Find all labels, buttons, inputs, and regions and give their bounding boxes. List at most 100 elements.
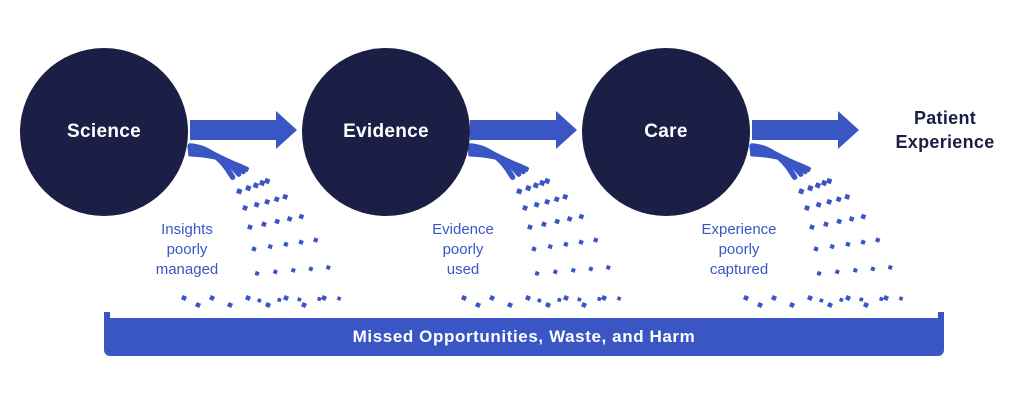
square-dot-icon: [816, 270, 822, 277]
node-label: Science: [67, 121, 141, 142]
square-dot-icon: [770, 294, 778, 302]
square-dot-icon: [541, 221, 547, 228]
leak-label-line1: Experience: [701, 221, 777, 238]
final-label-line1: Patient: [913, 108, 977, 128]
arrow-science-evidence: [190, 111, 297, 149]
square-dot-icon: [836, 218, 843, 225]
node-label: Evidence: [343, 121, 429, 142]
square-dot-icon: [236, 188, 243, 195]
square-dot-icon: [488, 294, 496, 302]
square-dot-icon: [578, 239, 584, 245]
basin-label: Missed Opportunities, Waste, and Harm: [352, 327, 696, 346]
square-dot-icon: [531, 246, 537, 252]
node-evidence: Evidence: [302, 48, 470, 216]
square-dot-icon: [562, 193, 569, 200]
square-dot-icon: [538, 179, 546, 187]
square-dot-icon: [600, 294, 608, 302]
leak-label-line3: captured: [709, 261, 769, 278]
square-dot-icon: [578, 213, 585, 220]
leak-label-line3: used: [446, 261, 480, 278]
arrow-shaft: [470, 120, 558, 140]
square-dot-icon: [580, 301, 588, 309]
square-dot-icon: [596, 296, 602, 302]
square-dot-icon: [820, 179, 828, 187]
square-dot-icon: [522, 204, 529, 211]
square-dot-icon: [870, 266, 876, 272]
square-dot-icon: [474, 301, 482, 309]
square-dot-icon: [742, 294, 750, 302]
square-dot-icon: [320, 294, 328, 302]
square-dot-icon: [823, 221, 829, 228]
square-dot-icon: [826, 198, 833, 205]
square-dot-icon: [298, 239, 304, 245]
square-dot-icon: [316, 296, 322, 302]
square-dot-icon: [264, 301, 272, 309]
square-dot-icon: [570, 267, 576, 273]
arrow-evidence-care: [470, 111, 577, 149]
square-dot-icon: [290, 267, 296, 273]
square-dot-icon: [524, 294, 532, 302]
square-dot-icon: [274, 218, 281, 225]
square-dot-icon: [556, 297, 562, 303]
square-dot-icon: [283, 241, 289, 247]
square-dot-icon: [616, 296, 622, 301]
leak-stream: [750, 153, 812, 171]
leak-label-line3: managed: [155, 261, 219, 278]
square-dot-icon: [544, 301, 552, 309]
square-dot-icon: [547, 243, 553, 250]
square-dot-icon: [798, 188, 805, 195]
square-dot-icon: [834, 269, 840, 275]
square-dot-icon: [809, 224, 815, 231]
leak-label-evidence: Evidence poorly used: [408, 220, 518, 280]
square-dot-icon: [298, 213, 305, 220]
square-dot-icon: [826, 301, 834, 309]
square-dot-icon: [276, 297, 282, 303]
square-dot-icon: [806, 294, 814, 302]
square-dot-icon: [852, 267, 858, 273]
square-dot-icon: [194, 301, 202, 309]
square-dot-icon: [554, 218, 561, 225]
square-dot-icon: [506, 301, 514, 309]
square-dot-icon: [253, 201, 260, 208]
square-dot-icon: [860, 213, 867, 220]
node-label: Care: [644, 121, 688, 142]
square-dot-icon: [860, 239, 866, 245]
square-dot-icon: [272, 269, 278, 275]
square-dot-icon: [605, 264, 611, 271]
square-dot-icon: [242, 204, 249, 211]
square-dot-icon: [788, 301, 796, 309]
square-dot-icon: [226, 301, 234, 309]
square-dot-icon: [563, 241, 569, 247]
square-dot-icon: [838, 297, 844, 303]
square-dot-icon: [807, 184, 814, 192]
square-dot-icon: [516, 188, 523, 195]
square-dot-icon: [593, 237, 599, 243]
square-dot-icon: [264, 198, 271, 205]
square-dot-icon: [845, 241, 851, 247]
square-dot-icon: [261, 221, 267, 228]
square-dot-icon: [815, 201, 822, 208]
square-dot-icon: [247, 224, 253, 231]
square-dot-icon: [325, 264, 331, 271]
square-dot-icon: [552, 269, 558, 275]
square-dot-icon: [525, 184, 532, 192]
arrow-shaft: [752, 120, 840, 140]
square-dot-icon: [553, 196, 560, 203]
leak-label-line1: Insights: [161, 221, 213, 238]
square-dot-icon: [588, 266, 594, 272]
square-dot-icon: [532, 182, 540, 189]
leak-label-line2: poorly: [718, 241, 760, 258]
square-dot-icon: [263, 177, 271, 185]
square-dot-icon: [282, 294, 290, 302]
square-dot-icon: [862, 301, 870, 309]
leak-stream: [468, 153, 530, 171]
square-dot-icon: [460, 294, 468, 302]
square-dot-icon: [844, 294, 852, 302]
square-dot-icon: [818, 298, 824, 303]
square-dot-icon: [848, 216, 855, 222]
square-dot-icon: [825, 177, 833, 185]
square-dot-icon: [562, 294, 570, 302]
square-dot-icon: [208, 294, 216, 302]
node-care: Care: [582, 48, 750, 216]
